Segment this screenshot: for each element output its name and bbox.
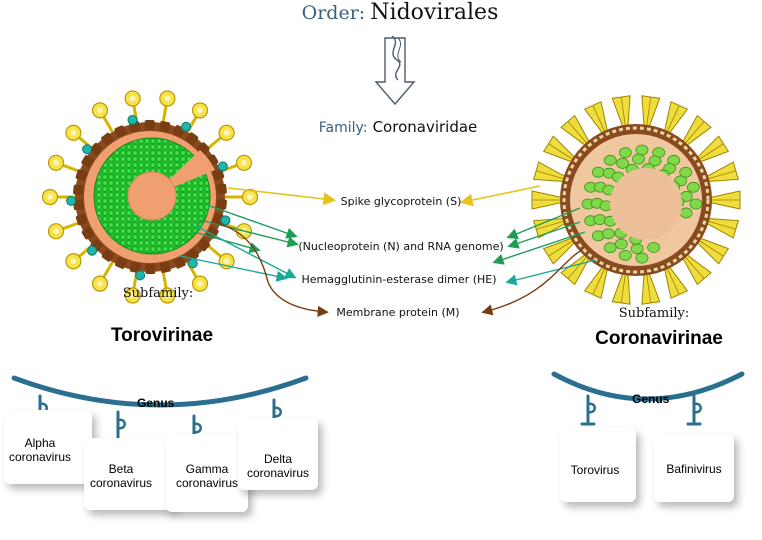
left-subfamily-key: Subfamily: — [122, 286, 194, 301]
left-genus-title: Genus — [137, 396, 175, 410]
label-nucleoprotein: (Nucleoprotein (N) and RNA genome) — [298, 240, 504, 253]
genus-name: Beta coronavirus — [90, 462, 153, 490]
genus-name: Delta coronavirus — [246, 452, 310, 480]
genus-card-beta: Beta coronavirus — [84, 438, 174, 510]
family-title: Family: Coronaviridae — [0, 117, 762, 136]
order-name: Nidovirales — [370, 0, 499, 25]
right-subfamily-name: Coronavirinae — [595, 328, 723, 349]
label-membrane: Membrane protein (M) — [336, 306, 460, 319]
left-subfamily-name: Torovirinae — [110, 325, 214, 346]
label-hemagglutinin: Hemagglutinin-esterase dimer (HE) — [301, 273, 497, 286]
right-subfamily-key: Subfamily: — [618, 306, 690, 321]
genus-card-delta: Delta coronavirus — [238, 418, 318, 490]
order-title: Order: Nidovirales — [0, 0, 762, 25]
coronavirus-virion-illustration — [531, 95, 741, 305]
family-key: Family: — [318, 120, 368, 136]
family-name: Coronaviridae — [372, 118, 478, 136]
order-key: Order: — [301, 2, 366, 24]
genus-card-gamma: Gamma coronavirus — [166, 434, 248, 512]
right-genus-arc — [551, 371, 745, 402]
annotation-arrows — [179, 185, 597, 317]
right-genus-title: Genus — [632, 392, 670, 406]
genus-name: Gamma coronavirus — [175, 462, 239, 490]
genus-card-alpha: Alpha coronavirus — [4, 410, 92, 484]
genus-name: Alpha coronavirus — [8, 436, 72, 464]
genus-card-bafinivirus: Bafinivirus — [654, 434, 734, 502]
down-arrow-icon — [374, 35, 416, 106]
left-genus-arc — [11, 375, 309, 408]
torovirus-virion-illustration — [41, 90, 259, 304]
genus-card-torovirus: Torovirus — [560, 428, 636, 502]
genus-name: Bafinivirus — [666, 462, 722, 476]
label-spike: Spike glycoprotein (S) — [340, 195, 462, 208]
genus-name: Torovirus — [570, 463, 620, 477]
